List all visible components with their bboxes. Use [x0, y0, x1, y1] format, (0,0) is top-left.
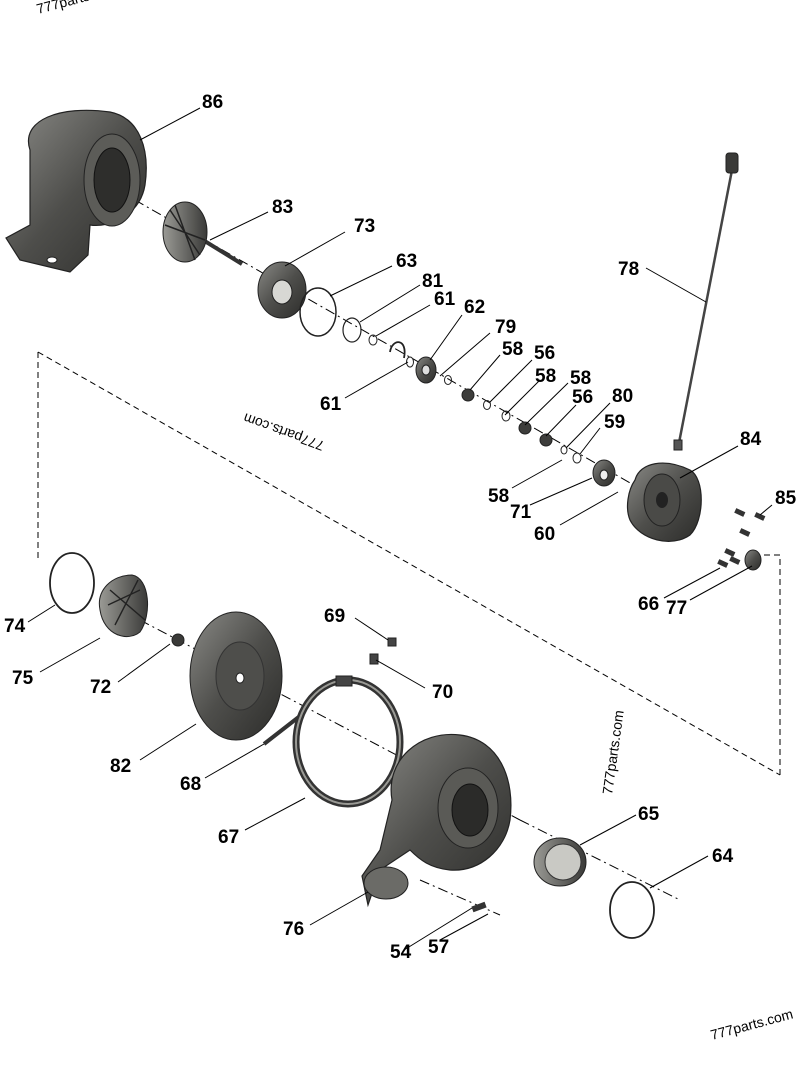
housing-bolts-parts — [717, 508, 766, 571]
compressor-wheel-part — [98, 574, 149, 638]
callout-83: 83 — [272, 197, 293, 218]
o-ring-part-63 — [299, 287, 337, 337]
callout-86: 86 — [202, 92, 223, 113]
callout-81: 81 — [422, 271, 444, 292]
callout-61a: 61 — [434, 289, 456, 310]
callout-69: 69 — [324, 606, 345, 627]
clamp-nut-part — [387, 637, 397, 647]
backplate-bolt-part — [262, 714, 302, 746]
callout-67: 67 — [218, 827, 239, 848]
callout-77: 77 — [666, 598, 687, 619]
fitting-part — [471, 901, 487, 913]
watermark-upper-center: 777parts.com — [241, 410, 326, 454]
thrust-bearing-part — [592, 459, 616, 487]
clamp-bolt-part — [369, 653, 379, 665]
callout-57: 57 — [428, 937, 449, 958]
callout-58b: 58 — [535, 366, 556, 387]
watermark-top-left: 777parts.co — [35, 0, 110, 17]
callout-84: 84 — [740, 429, 762, 450]
callout-56a: 56 — [534, 343, 555, 364]
turbine-wheel-shaft-part — [162, 201, 244, 266]
actuator-rod-part — [673, 152, 739, 451]
callout-62: 62 — [464, 297, 485, 318]
compressor-backplate-part — [189, 611, 283, 741]
callout-leader-lines — [27, 107, 773, 951]
seal-ring-part-61 — [368, 334, 378, 346]
retaining-ring-part — [609, 881, 655, 939]
callout-56b: 56 — [572, 387, 593, 408]
callout-72: 72 — [90, 677, 111, 698]
callout-66: 66 — [638, 594, 659, 615]
callout-74: 74 — [4, 616, 26, 637]
compressor-insert-part — [533, 837, 587, 887]
callout-58d: 58 — [488, 486, 509, 507]
callout-80: 80 — [612, 386, 633, 407]
callout-63: 63 — [396, 251, 417, 272]
callout-75: 75 — [12, 668, 34, 689]
callout-64: 64 — [712, 846, 734, 867]
callout-78: 78 — [618, 259, 639, 280]
seal-ring-part-81 — [342, 317, 362, 343]
callout-71: 71 — [510, 502, 532, 523]
bearing-stack-parts — [444, 375, 582, 464]
callout-79: 79 — [495, 317, 516, 338]
snap-ring-part — [389, 341, 406, 359]
callout-58a: 58 — [502, 339, 523, 360]
v-band-clamp-part — [292, 675, 404, 808]
seal-ring-part-61b — [406, 356, 414, 368]
callout-54: 54 — [390, 942, 412, 963]
callout-68: 68 — [180, 774, 201, 795]
thrust-collar-part — [415, 356, 437, 384]
callout-59: 59 — [604, 412, 625, 433]
callout-65: 65 — [638, 804, 660, 825]
watermark-bottom-right: 777parts.com — [709, 1005, 795, 1042]
callout-58c: 58 — [570, 368, 591, 389]
callout-labels: 86 83 73 63 81 61 62 79 58 56 58 58 56 8… — [4, 92, 797, 963]
watermark-middle-right: 777parts.com — [599, 709, 627, 795]
o-ring-part-74 — [49, 552, 95, 614]
callout-61b: 61 — [320, 394, 342, 415]
bearing-housing-part — [626, 462, 702, 542]
callout-73: 73 — [354, 216, 375, 237]
callout-70: 70 — [432, 682, 453, 703]
callout-85: 85 — [775, 488, 797, 509]
callout-60: 60 — [534, 524, 555, 545]
turbine-housing-part — [5, 109, 147, 273]
compressor-housing-part — [361, 733, 512, 908]
callout-76: 76 — [283, 919, 304, 940]
wheel-nut-part — [171, 633, 185, 647]
heat-shield-part — [257, 261, 307, 319]
callout-82: 82 — [110, 756, 131, 777]
